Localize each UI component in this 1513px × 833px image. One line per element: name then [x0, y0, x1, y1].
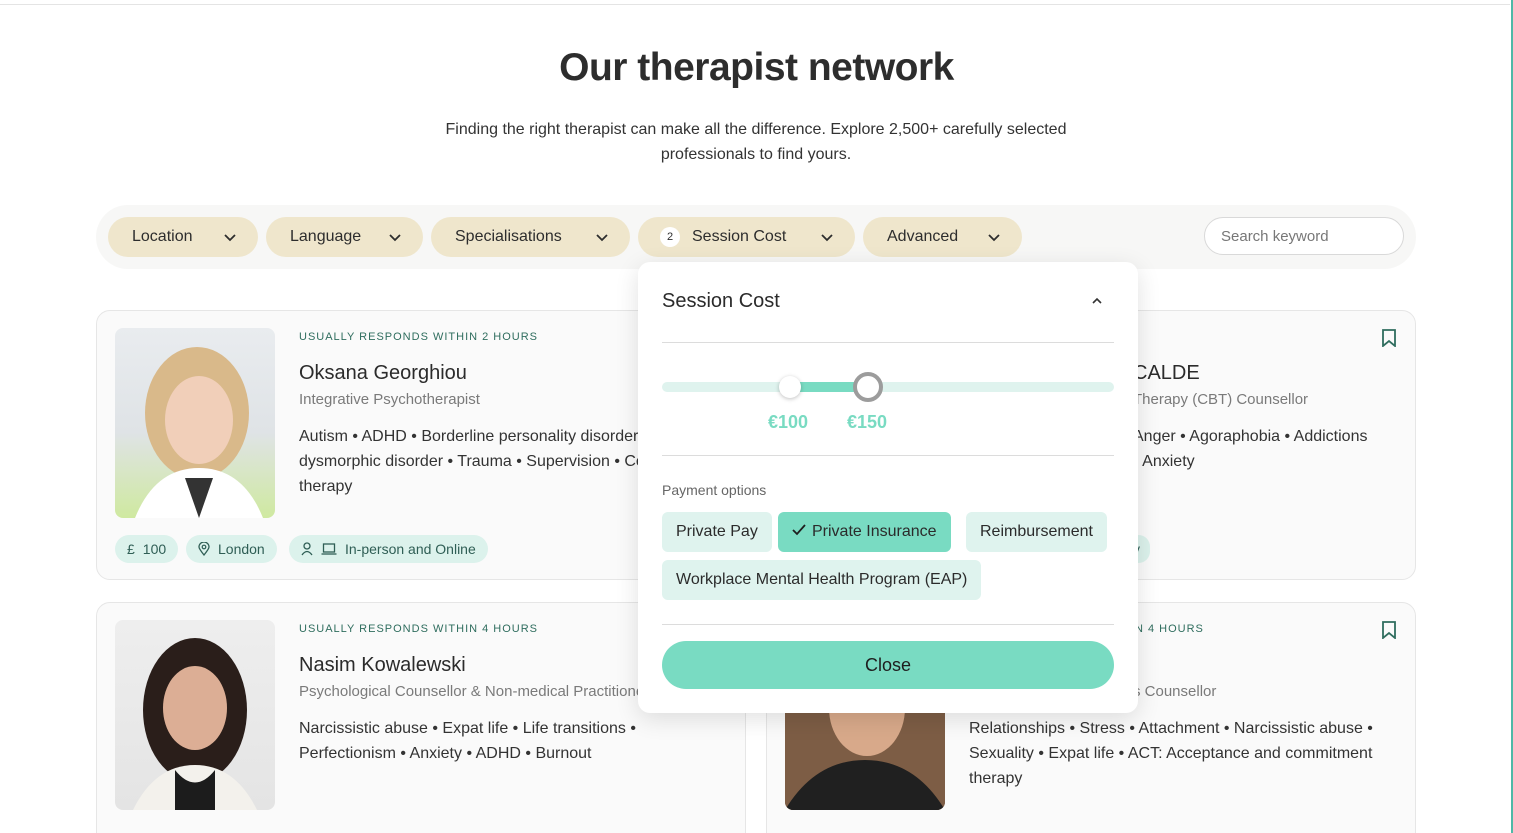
- option-reimbursement[interactable]: Reimbursement: [966, 512, 1107, 552]
- option-label: Private Insurance: [812, 523, 937, 540]
- therapist-specialisations: Relationships • Stress • Attachment • Na…: [969, 720, 1373, 787]
- location-tag: London: [186, 535, 277, 563]
- divider: [662, 624, 1114, 625]
- session-cost-dropdown: Session Cost €100 €150 Payment options P…: [638, 262, 1138, 713]
- chevron-down-icon: [821, 234, 833, 242]
- therapist-specialisations-line-2: • Anxiety: [1133, 453, 1195, 470]
- laptop-icon: [321, 543, 337, 555]
- specialisations-filter-label: Specialisations: [455, 228, 562, 245]
- location-value: London: [218, 541, 265, 557]
- advanced-filter[interactable]: Advanced: [863, 217, 1022, 257]
- divider: [662, 455, 1114, 456]
- response-time: N 4 HOURS: [1135, 623, 1204, 635]
- portrait-image: [135, 347, 263, 518]
- price-slider-track[interactable]: [662, 382, 1114, 392]
- language-filter-label: Language: [290, 228, 362, 245]
- option-label: Private Pay: [676, 523, 758, 540]
- therapist-card[interactable]: USUALLY RESPONDS WITHIN 2 HOURS Oksana G…: [96, 310, 746, 580]
- payment-options-label: Payment options: [662, 482, 767, 498]
- therapist-photo: [115, 620, 275, 810]
- therapist-card[interactable]: USUALLY RESPONDS WITHIN 4 HOURS Nasim Ko…: [96, 602, 746, 833]
- specialisations-filter[interactable]: Specialisations: [431, 217, 630, 257]
- price-slider-range: [790, 382, 868, 392]
- chevron-down-icon: [224, 234, 236, 242]
- option-label: Workplace Mental Health Program (EAP): [676, 571, 968, 588]
- response-time: USUALLY RESPONDS WITHIN 4 HOURS: [299, 623, 539, 635]
- map-pin-icon: [198, 542, 210, 556]
- max-price-label: €150: [847, 412, 888, 432]
- therapist-name[interactable]: Oksana Georghiou: [299, 362, 467, 384]
- option-label: Reimbursement: [980, 523, 1093, 540]
- bookmark-icon[interactable]: [1381, 329, 1397, 347]
- min-price-label: €100: [768, 412, 809, 432]
- advanced-filter-label: Advanced: [887, 228, 959, 245]
- dropdown-title: Session Cost: [662, 290, 780, 312]
- chevron-down-icon: [389, 234, 401, 242]
- therapist-specialisations-line-1: Anger • Agoraphobia • Addictions: [1133, 428, 1368, 445]
- location-filter[interactable]: Location: [108, 217, 258, 257]
- therapist-photo: [115, 328, 275, 518]
- session-cost-count-badge: 2: [660, 227, 680, 247]
- price-value: 100: [142, 541, 167, 557]
- location-filter-label: Location: [132, 228, 193, 245]
- therapist-role: Integrative Psychotherapist: [299, 391, 480, 408]
- therapist-specialisations: Narcissistic abuse • Expat life • Life t…: [299, 720, 636, 762]
- price-tag: £ 100: [115, 535, 179, 563]
- currency-symbol: £: [127, 541, 135, 557]
- therapist-name[interactable]: Nasim Kowalewski: [299, 654, 466, 676]
- price-slider-max-handle[interactable]: [853, 372, 883, 402]
- therapist-role: Therapy (CBT) Counsellor: [1133, 391, 1309, 408]
- page-subtitle: Finding the right therapist can make all…: [445, 121, 1067, 163]
- person-icon: [301, 542, 313, 556]
- window-edge: [1511, 0, 1513, 833]
- therapist-specialisations: Autism • ADHD • Borderline personality d…: [299, 428, 690, 495]
- close-button[interactable]: Close: [662, 641, 1114, 689]
- option-private-pay[interactable]: Private Pay: [662, 512, 772, 552]
- chevron-down-icon: [988, 234, 1000, 242]
- checkmark-icon: [792, 523, 806, 541]
- option-private-insurance[interactable]: Private Insurance: [778, 512, 951, 552]
- therapist-name[interactable]: CALDE: [1133, 362, 1200, 384]
- search-input[interactable]: [1204, 217, 1404, 255]
- bookmark-icon[interactable]: [1381, 621, 1397, 639]
- therapist-role: s Counsellor: [1133, 683, 1217, 700]
- price-slider-min-handle[interactable]: [779, 376, 801, 398]
- option-workplace-eap[interactable]: Workplace Mental Health Program (EAP): [662, 560, 982, 600]
- session-cost-filter-label: Session Cost: [692, 228, 787, 245]
- session-cost-filter[interactable]: 2 Session Cost: [638, 217, 855, 257]
- divider: [662, 342, 1114, 343]
- therapist-role: Psychological Counsellor & Non-medical P…: [299, 683, 650, 700]
- language-filter[interactable]: Language: [266, 217, 423, 257]
- response-time: USUALLY RESPONDS WITHIN 2 HOURS: [299, 331, 539, 343]
- chevron-up-icon[interactable]: [1090, 294, 1104, 308]
- session-mode-tag: In-person and Online: [289, 535, 488, 563]
- top-border: [0, 4, 1510, 5]
- chevron-down-icon: [596, 234, 608, 242]
- page-title: Our therapist network: [559, 46, 954, 89]
- session-mode-value: In-person and Online: [345, 541, 476, 557]
- portrait-image: [133, 638, 257, 810]
